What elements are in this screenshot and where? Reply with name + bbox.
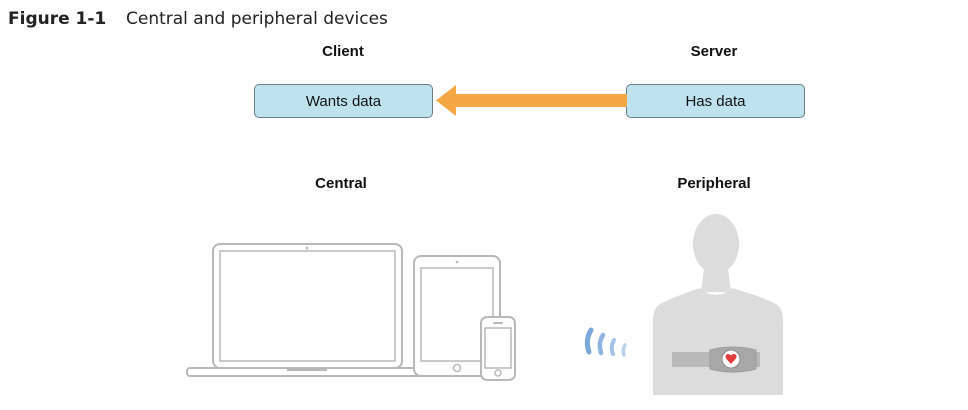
data-arrow bbox=[436, 85, 627, 116]
laptop-icon bbox=[186, 243, 429, 377]
central-title: Central bbox=[315, 175, 367, 192]
heart-rate-strap-icon bbox=[672, 346, 760, 373]
peripheral-title: Peripheral bbox=[677, 175, 751, 192]
client-box: Wants data bbox=[254, 84, 433, 118]
server-box: Has data bbox=[626, 84, 805, 118]
tablet-icon bbox=[413, 255, 501, 377]
server-title: Server bbox=[690, 43, 738, 60]
heart-icon bbox=[725, 353, 737, 364]
phone-icon bbox=[480, 316, 516, 381]
client-title: Client bbox=[322, 43, 364, 60]
figure-label: Figure 1-1 bbox=[8, 9, 107, 29]
signal-waves-icon bbox=[584, 327, 627, 357]
figure-caption: Central and peripheral devices bbox=[126, 9, 388, 29]
